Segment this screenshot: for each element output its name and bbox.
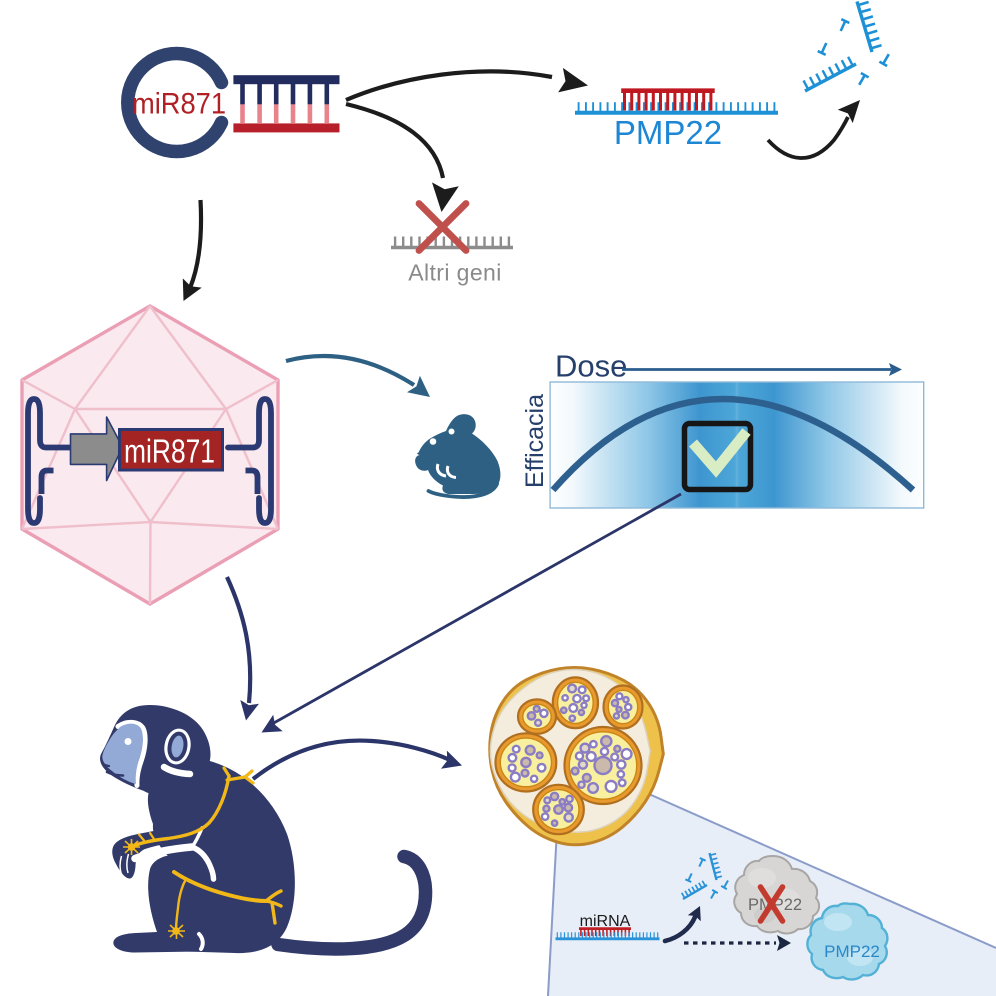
svg-text:PMP22: PMP22	[614, 114, 722, 151]
svg-text:PMP22: PMP22	[824, 942, 880, 961]
svg-text:miR871: miR871	[132, 87, 226, 120]
svg-text:Efficacia: Efficacia	[521, 394, 549, 488]
svg-text:Altri geni: Altri geni	[408, 260, 501, 286]
svg-text:Dose: Dose	[555, 349, 627, 384]
svg-text:miRNA: miRNA	[580, 913, 631, 930]
svg-text:miR871: miR871	[124, 434, 215, 470]
